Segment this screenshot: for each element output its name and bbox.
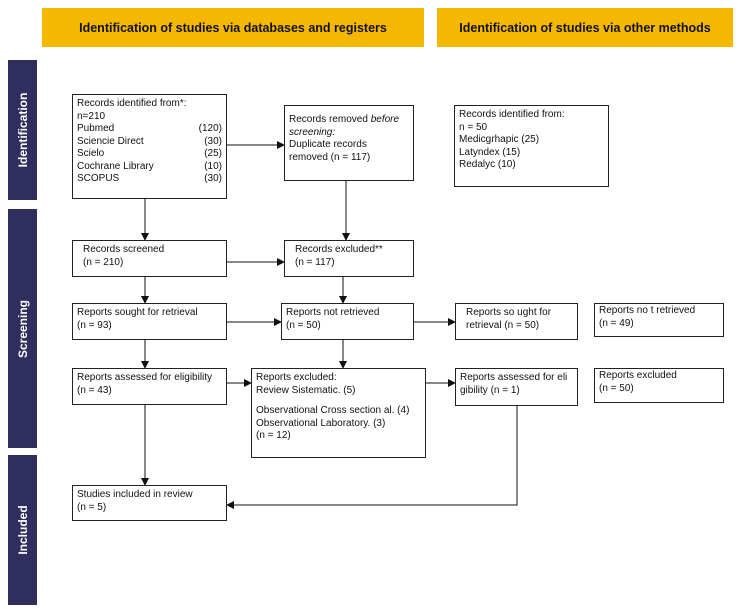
reports-not-retrieved-box: Reports not retrieved(n = 50) (281, 303, 414, 340)
records-identified-box: Records identified from*: n=210 Pubmed(1… (72, 94, 227, 199)
reports-assessed-box: Reports assessed for eligibility(n = 43) (72, 368, 227, 405)
phase-screening: Screening (8, 209, 37, 448)
records-removed-box: Records removed before screening: Duplic… (284, 105, 414, 181)
records-screened-box: Records screened(n = 210) (72, 240, 227, 277)
other-reports-excluded-box: Reports excluded(n = 50) (594, 368, 724, 403)
arrow (226, 406, 518, 509)
header-other-methods: Identification of studies via other meth… (437, 8, 733, 47)
phase-identification: Identification (8, 60, 37, 200)
phase-included: Included (8, 455, 37, 605)
reports-sought-box: Reports sought for retrieval(n = 93) (72, 303, 227, 340)
reports-excluded-box: Reports excluded: Review Sistematic. (5)… (251, 368, 426, 458)
header-databases: Identification of studies via databases … (42, 8, 424, 47)
records-excluded-box: Records excluded**(n = 117) (284, 240, 414, 277)
studies-included-box: Studies included in review(n = 5) (72, 485, 227, 521)
other-reports-not-retrieved-box: Reports no t retrieved(n = 49) (594, 303, 724, 337)
other-records-identified-box: Records identified from: n = 50 Medicgrh… (454, 105, 609, 187)
